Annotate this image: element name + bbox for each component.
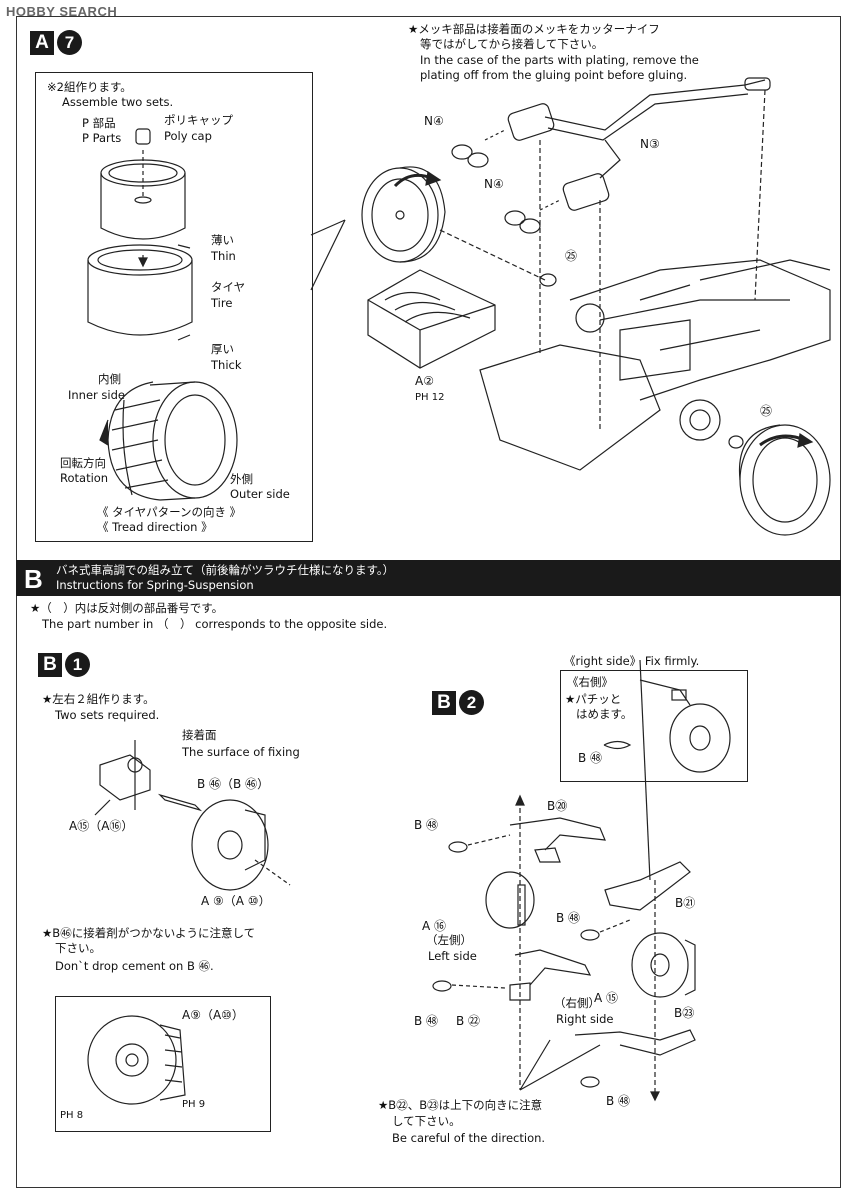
direction-caution-jp-1: ★B㉒、B㉓は上下の向きに注意 [378,1098,543,1112]
step-letter: A [30,30,54,55]
p-parts-jp: P 部品 [82,116,116,130]
part-label-b68-a: B ㊽ [414,818,439,832]
part-label-a9: A ⑨（A ⑩） [201,894,271,908]
part-label-a2: A② [415,374,434,388]
plating-note-en-2: plating off from the gluing point before… [420,68,688,82]
part-label-b23: B㉓ [674,1006,695,1020]
watermark: HOBBY SEARCH [6,4,118,19]
surface-jp: 接着面 [182,728,217,742]
right-side-jp: 《右側》 [567,675,613,689]
section-b-bar: B バネ式車高調での組み立て（前後輪がツラウチ仕様になります。） Instruc… [16,560,841,596]
step-number: 7 [57,30,82,55]
left-side-jp: （左側） [426,933,472,947]
part-label-b67: B ㊻（B ㊻） [197,777,270,791]
right-side-jp-2: （右側） [554,996,600,1010]
thin-en: Thin [211,249,236,263]
polycap-en: Poly cap [164,129,212,143]
inner-side-en: Inner side [68,388,125,402]
step-b2-heading: B 2 [432,690,484,715]
plating-note-en-1: In the case of the parts with plating, r… [420,53,699,67]
right-side-fix-en: 《right side》 Fix firmly. [564,654,700,668]
outer-side-jp: 外側 [230,472,253,486]
inset-label-b68: B ㊽ [578,751,603,765]
tread-direction-jp: 《 タイヤパターンの向き 》 [97,505,242,519]
thick-jp: 厚い [211,342,234,356]
inset-label-ph8: PH 8 [60,1110,84,1121]
part-label-n4-lower: N④ [484,177,504,191]
thick-en: Thick [211,358,242,372]
cement-caution-jp-2: 下さい。 [55,941,101,955]
snap-jp-1: ★パチッと [565,692,622,706]
cement-caution-jp-1: ★B㊻に接着剤がつかないように注意して [42,926,256,940]
part-label-b68-d: B ㊽ [606,1094,631,1108]
two-sets-en: Two sets required. [55,708,160,722]
surface-en: The surface of fixing [182,745,300,759]
thin-jp: 薄い [211,233,234,247]
part-label-b22: B ㉒ [456,1014,481,1028]
part-label-b20: B⑳ [547,799,568,813]
inner-side-jp: 内側 [98,372,121,386]
step-letter: B [432,690,456,715]
direction-caution-jp-2: して下さい。 [392,1114,461,1128]
part-label-b68-c: B ㊽ [414,1014,439,1028]
step-a7-heading: A 7 [30,30,82,55]
step-b1-heading: B 1 [38,652,90,677]
two-sets-jp: ★左右２組作ります。 [42,692,155,706]
part-label-25-upper: ㉕ [565,249,578,263]
plating-note-jp-2: 等ではがしてから接着して下さい。 [420,37,604,51]
snap-jp-2: はめます。 [576,707,633,721]
tread-direction-en: 《 Tread direction 》 [97,520,213,534]
step-number: 2 [459,690,484,715]
cement-caution-en: Don`t drop cement on B ㊻. [55,959,214,973]
part-label-n4-upper: N④ [424,114,444,128]
direction-caution-en: Be careful of the direction. [392,1131,546,1145]
tire-en: Tire [211,296,233,310]
part-label-a15: A⑮（A⑯） [69,819,134,833]
part-label-n3: N③ [640,137,660,151]
assemble-note-jp: ※2組作ります。 [47,80,132,94]
section-b-letter: B [24,564,43,594]
inset-label-ph9: PH 9 [182,1099,206,1110]
rotation-en: Rotation [60,471,109,485]
part-label-b21: B㉑ [675,896,696,910]
part-label-a16: A ⑯ [422,919,447,933]
step-number: 1 [65,652,90,677]
p-parts-en: P Parts [82,131,122,145]
section-b-title-jp: バネ式車高調での組み立て（前後輪がツラウチ仕様になります。） [56,563,395,577]
polycap-jp: ポリキャップ [164,113,233,127]
part-number-note-jp: ★（ ）内は反対側の部品番号です。 [30,601,224,615]
assemble-note-en: Assemble two sets. [62,95,174,109]
inset-label-a9: A⑨（A⑩） [182,1008,244,1022]
page-border [16,16,841,1188]
rotation-jp: 回転方向 [60,456,106,470]
left-side-en: Left side [428,949,477,963]
tire-jp: タイヤ [211,280,246,294]
part-label-25-lower: ㉕ [760,404,773,418]
step-letter: B [38,652,62,677]
right-side-en-2: Right side [556,1012,614,1026]
part-label-b68-b: B ㊽ [556,911,581,925]
part-label-a15: A ⑮ [594,991,619,1005]
plating-note-jp-1: ★メッキ部品は接着面のメッキをカッターナイフ [408,22,660,36]
section-b-title-en: Instructions for Spring-Suspension [56,578,254,592]
part-number-note-en: The part number in （ ） corresponds to th… [42,617,388,631]
part-label-ph12: PH 12 [415,392,445,403]
outer-side-en: Outer side [230,487,290,501]
